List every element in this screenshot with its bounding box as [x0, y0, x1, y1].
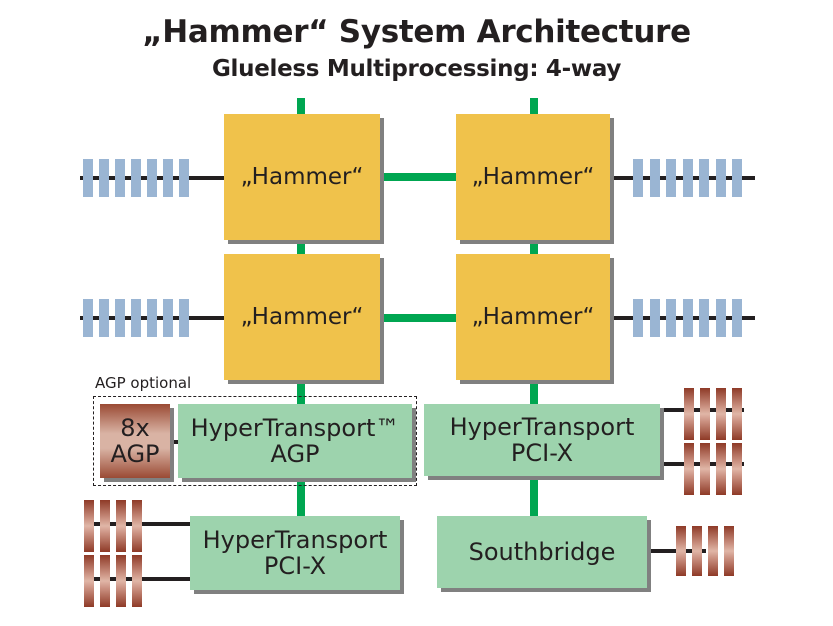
agp-optional-label: AGP optional — [95, 374, 192, 392]
pci-slot — [724, 526, 734, 576]
pci-slot — [708, 526, 718, 576]
diagram-subtitle: Glueless Multiprocessing: 4-way — [211, 56, 622, 82]
diagram-title: „Hammer“ System Architecture — [142, 14, 691, 50]
memory-module — [131, 299, 141, 337]
agp-card-line1: 8x — [120, 414, 150, 442]
memory-module — [699, 159, 709, 197]
ht-link-cpu3-cpu4 — [380, 314, 456, 322]
pci-slot — [132, 500, 142, 552]
pci-slot — [84, 500, 94, 552]
memory-module — [666, 299, 676, 337]
memory-module — [99, 159, 109, 197]
processor-hammer-3[interactable]: „Hammer“ — [224, 254, 380, 380]
pci-slot — [100, 555, 110, 607]
processor-hammer-1[interactable]: „Hammer“ — [224, 114, 380, 240]
ht-link-cpu1-cpu2 — [380, 173, 456, 181]
pci-slot — [676, 526, 686, 576]
ht-link-cpu1-cpu3 — [297, 240, 305, 254]
hypertransport-agp-tunnel[interactable]: HyperTransport™ AGP — [178, 404, 412, 478]
pcix-bus-left-1 — [90, 522, 194, 526]
processor-label: „Hammer“ — [471, 164, 595, 190]
bridge-line1: HyperTransport — [449, 413, 635, 441]
bridge-line2: PCI-X — [510, 439, 574, 467]
processor-label: „Hammer“ — [471, 304, 595, 330]
memory-module — [83, 299, 93, 337]
memory-module — [732, 299, 742, 337]
memory-module — [83, 159, 93, 197]
processor-label: „Hammer“ — [240, 304, 364, 330]
memory-module — [715, 159, 726, 197]
ht-link-top-right — [530, 98, 538, 114]
memory-module — [147, 299, 157, 337]
memory-module — [163, 299, 173, 337]
memory-module — [633, 299, 643, 337]
memory-module — [99, 299, 109, 337]
pci-slot — [84, 555, 94, 607]
memory-module — [715, 299, 726, 337]
memory-module — [732, 159, 742, 197]
pcix-bus-left-2 — [90, 577, 194, 581]
hypertransport-pcix-bridge-right[interactable]: HyperTransport PCI-X — [424, 404, 660, 476]
memory-module — [649, 299, 660, 337]
pcix-bus-right-connector — [658, 408, 662, 466]
pci-slot — [732, 388, 742, 440]
pci-slot — [716, 443, 726, 495]
pci-slot — [716, 388, 726, 440]
ht-link-pcix-southbridge — [530, 476, 538, 516]
southbridge[interactable]: Southbridge — [437, 516, 647, 588]
memory-module — [131, 159, 141, 197]
processor-label: „Hammer“ — [240, 164, 364, 190]
tunnel-line2: AGP — [270, 440, 320, 468]
pci-slot — [100, 500, 110, 552]
memory-module — [115, 159, 125, 197]
agp-card-line2: AGP — [110, 440, 160, 468]
tunnel-line1: HyperTransport™ — [190, 414, 400, 442]
memory-module — [179, 299, 189, 337]
memory-module — [682, 299, 693, 337]
ht-link-cpu4-pcix — [530, 380, 538, 404]
processor-hammer-2[interactable]: „Hammer“ — [456, 114, 610, 240]
memory-module — [666, 159, 676, 197]
memory-module — [682, 159, 693, 197]
pci-slot — [684, 443, 694, 495]
pci-slot — [700, 388, 710, 440]
pci-slot — [732, 443, 742, 495]
hypertransport-pcix-bridge-left[interactable]: HyperTransport PCI-X — [190, 516, 400, 590]
memory-module — [115, 299, 125, 337]
pci-slot — [116, 500, 126, 552]
processor-hammer-4[interactable]: „Hammer“ — [456, 254, 610, 380]
bridge-line1: HyperTransport — [202, 526, 388, 554]
ht-link-cpu2-cpu4 — [530, 240, 538, 254]
memory-module — [179, 159, 189, 197]
pci-slot — [700, 443, 710, 495]
memory-module — [633, 159, 643, 197]
memory-module — [649, 159, 660, 197]
agp-link — [170, 440, 180, 444]
memory-module — [699, 299, 709, 337]
bridge-line2: PCI-X — [263, 552, 327, 580]
pci-slot — [116, 555, 126, 607]
ht-link-agp-pcix — [297, 478, 305, 516]
pci-slot — [692, 526, 702, 576]
memory-module — [163, 159, 173, 197]
memory-module — [147, 159, 157, 197]
ht-link-top-left — [297, 98, 305, 114]
southbridge-label: Southbridge — [468, 538, 616, 566]
agp-card[interactable]: 8x AGP — [100, 404, 170, 478]
agp-optional-group — [93, 396, 417, 486]
pci-slot — [132, 555, 142, 607]
pci-slot — [684, 388, 694, 440]
ht-link-cpu3-agp — [297, 380, 305, 404]
